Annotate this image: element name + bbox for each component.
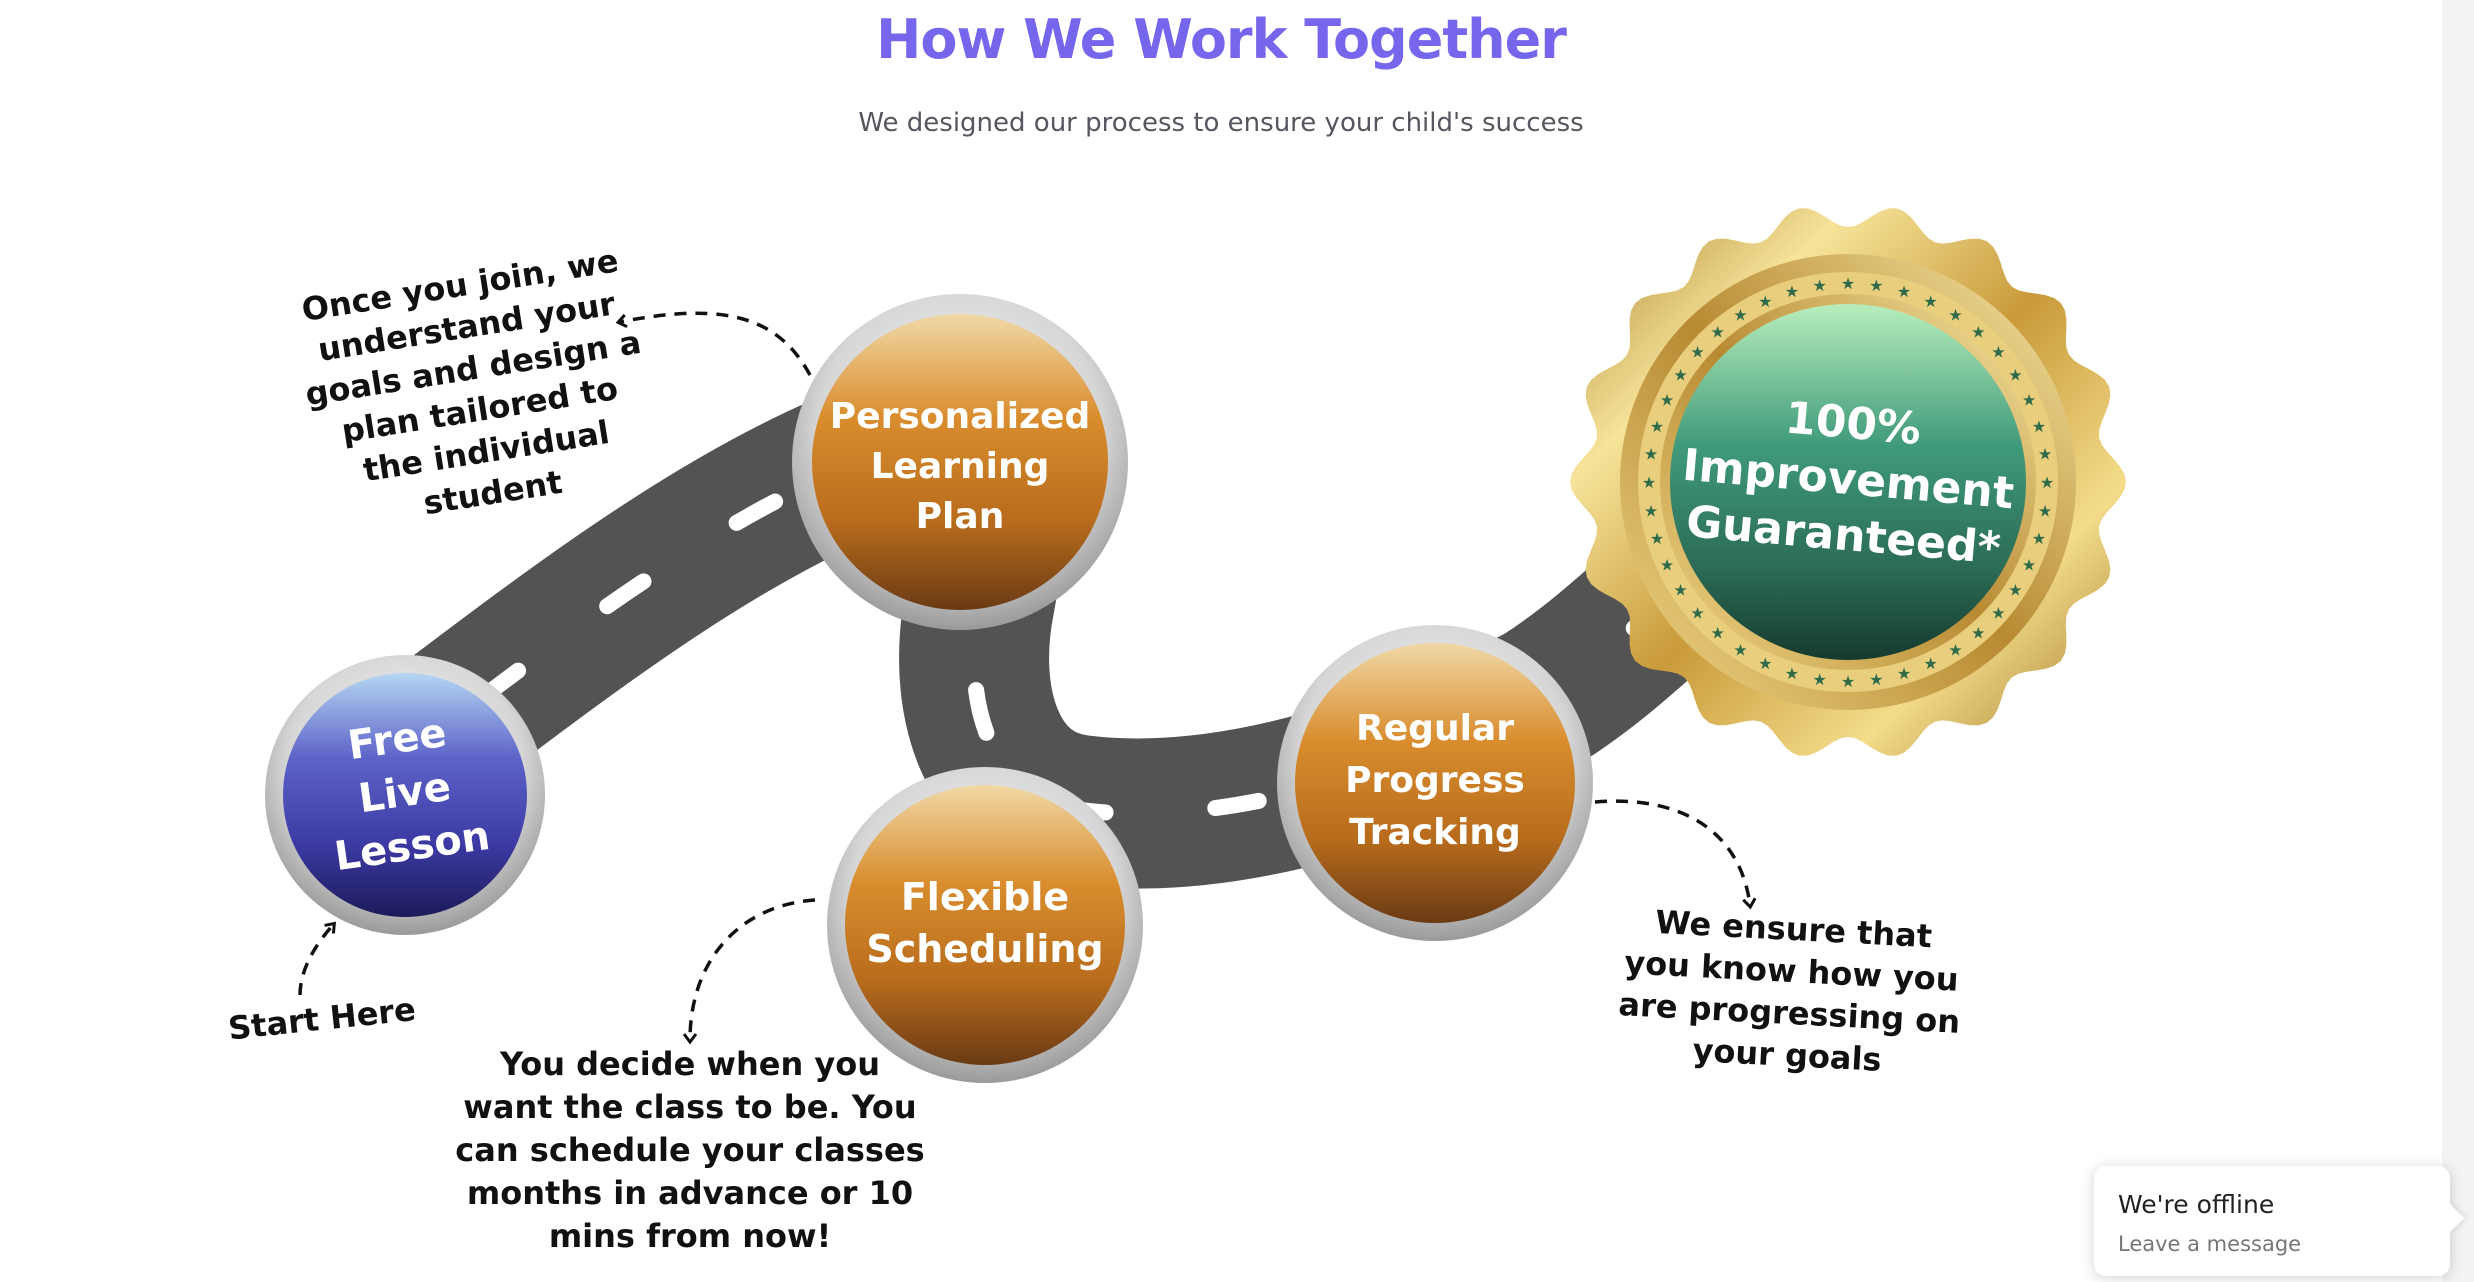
step-label-line: Learning [871, 446, 1050, 487]
star-icon: ★ [1991, 603, 2005, 622]
badge-stars: ★★★★★★★★★★★★★★★★★★★★★★★★★★★★★★★★★★★★★★★★… [1642, 274, 2054, 691]
note-start-here: Start Here [226, 990, 417, 1047]
step-label-line: Tracking [1349, 812, 1521, 853]
star-icon: ★ [1971, 323, 1985, 342]
step-label-line: Plan [916, 496, 1005, 537]
step-label-line: Flexible [901, 875, 1069, 919]
star-icon: ★ [2022, 556, 2036, 575]
step-label-line: Scheduling [866, 927, 1103, 971]
star-icon: ★ [1841, 274, 1855, 293]
step-regular-progress-tracking: Regular Progress Tracking [1277, 625, 1593, 941]
star-icon: ★ [1813, 670, 1827, 689]
note-flexible-scheduling: You decide when you want the class to be… [455, 1045, 924, 1255]
note-line: You decide when you [499, 1045, 880, 1083]
star-icon: ★ [1785, 664, 1799, 683]
star-icon: ★ [1673, 365, 1687, 384]
note-line: Start Here [226, 990, 417, 1047]
star-icon: ★ [1785, 282, 1799, 301]
guarantee-badge: ★★★★★★★★★★★★★★★★★★★★★★★★★★★★★★★★★★★★★★★★… [1570, 208, 2126, 756]
chat-status: We're offline [2118, 1190, 2275, 1219]
arrow-to-scheduling-note [690, 898, 816, 1040]
badge-label-line: 100% [1783, 392, 1923, 455]
star-icon: ★ [2032, 529, 2046, 548]
star-icon: ★ [2008, 581, 2022, 600]
star-icon: ★ [1644, 445, 1658, 464]
note-line: can schedule your classes [455, 1131, 924, 1169]
star-icon: ★ [2040, 473, 2054, 492]
star-icon: ★ [1924, 292, 1938, 311]
star-icon: ★ [1813, 276, 1827, 295]
star-icon: ★ [2022, 390, 2036, 409]
star-icon: ★ [1897, 282, 1911, 301]
star-icon: ★ [1711, 623, 1725, 642]
step-label-line: Regular [1356, 708, 1514, 749]
star-icon: ★ [1991, 343, 2005, 362]
star-icon: ★ [1948, 306, 1962, 325]
star-icon: ★ [1758, 654, 1772, 673]
chat-widget[interactable]: We're offline Leave a message [2094, 1166, 2450, 1276]
step-label-line: Personalized [830, 396, 1090, 437]
note-progress-tracking: We ensure that you know how you are prog… [1618, 903, 1961, 1079]
star-icon: ★ [1644, 501, 1658, 520]
step-disc [1295, 643, 1575, 923]
star-icon: ★ [1948, 640, 1962, 659]
step-flexible-scheduling: Flexible Scheduling [827, 767, 1143, 1083]
star-icon: ★ [1660, 556, 1674, 575]
star-icon: ★ [1673, 581, 1687, 600]
note-personalized-plan: Once you join, we understand your goals … [299, 241, 643, 522]
star-icon: ★ [1924, 654, 1938, 673]
scrollbar-track[interactable] [2442, 0, 2474, 1282]
arrow-to-progress-note [1594, 799, 1750, 905]
star-icon: ★ [1869, 670, 1883, 689]
star-icon: ★ [1733, 640, 1747, 659]
badge-disc [1670, 304, 2026, 660]
note-line: mins from now! [549, 1217, 831, 1255]
step-label-line: Progress [1345, 760, 1525, 801]
connector-arrows [298, 311, 1750, 1040]
star-icon: ★ [1869, 276, 1883, 295]
star-icon: ★ [1758, 292, 1772, 311]
note-line: your goals [1692, 1031, 1883, 1079]
step-disc [812, 314, 1108, 610]
star-icon: ★ [1897, 664, 1911, 683]
star-icon: ★ [2038, 445, 2052, 464]
step-personalized-learning-plan: Personalized Learning Plan [792, 294, 1128, 630]
step-disc [283, 673, 527, 917]
star-icon: ★ [1660, 390, 1674, 409]
star-icon: ★ [1690, 343, 1704, 362]
star-icon: ★ [2032, 417, 2046, 436]
section-title: How We Work Together [876, 8, 1567, 71]
section-subtitle: We designed our process to ensure your c… [858, 108, 1584, 138]
star-icon: ★ [1690, 603, 1704, 622]
star-icon: ★ [1841, 672, 1855, 691]
step-free-live-lesson: Free Live Lesson [265, 655, 545, 935]
note-line: months in advance or 10 [467, 1174, 913, 1212]
star-icon: ★ [2038, 501, 2052, 520]
arrow-start-here [298, 925, 333, 996]
arrow-to-plan-note [620, 311, 812, 376]
step-disc [845, 785, 1125, 1065]
star-icon: ★ [1642, 473, 1656, 492]
star-icon: ★ [1733, 306, 1747, 325]
star-icon: ★ [2008, 365, 2022, 384]
note-line: want the class to be. You [463, 1088, 916, 1126]
star-icon: ★ [1971, 623, 1985, 642]
leave-message-link[interactable]: Leave a message [2118, 1232, 2302, 1256]
star-icon: ★ [1650, 417, 1664, 436]
star-icon: ★ [1650, 529, 1664, 548]
star-icon: ★ [1711, 323, 1725, 342]
